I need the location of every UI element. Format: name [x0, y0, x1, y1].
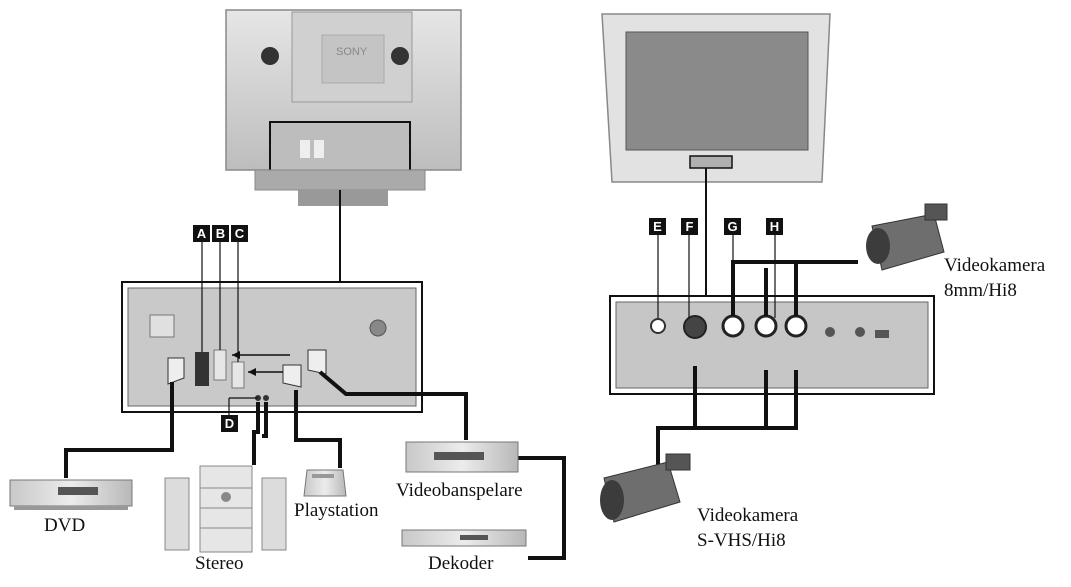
videoplayer-device	[405, 441, 519, 473]
rear-connection-panel	[121, 281, 423, 413]
label-camera-top-2: 8mm/Hi8	[944, 280, 1017, 301]
label-playstation: Playstation	[294, 500, 379, 521]
camera-top	[866, 203, 948, 271]
tv-front-view	[601, 13, 831, 296]
label-decoder: Dekoder	[428, 553, 494, 574]
dvd-player	[9, 479, 133, 510]
decoder-device	[401, 529, 527, 547]
badge-d: D	[221, 415, 238, 432]
brand-logo: SONY	[336, 46, 368, 58]
tv-rear-view	[225, 9, 462, 206]
label-dvd: DVD	[44, 515, 86, 536]
label-camera-bottom-2: S-VHS/Hi8	[697, 530, 786, 551]
rear-cables	[64, 370, 566, 560]
badge-a: A	[193, 225, 210, 242]
badge-c: C	[231, 225, 248, 242]
playstation-console	[303, 469, 347, 497]
label-videoplayer: Videobanspelare	[396, 480, 523, 501]
badge-g: G	[724, 218, 741, 235]
label-camera-bottom-1: Videokamera	[697, 505, 799, 526]
label-camera-top-1: Videokamera	[944, 255, 1046, 276]
camera-bottom	[600, 453, 691, 523]
badge-f: F	[681, 218, 698, 235]
badge-e: E	[649, 218, 666, 235]
label-stereo: Stereo	[195, 553, 244, 574]
badge-h: H	[766, 218, 783, 235]
badge-b: B	[212, 225, 229, 242]
front-connection-panel	[609, 295, 935, 395]
front-cables	[656, 260, 858, 478]
stereo-system	[164, 465, 287, 553]
